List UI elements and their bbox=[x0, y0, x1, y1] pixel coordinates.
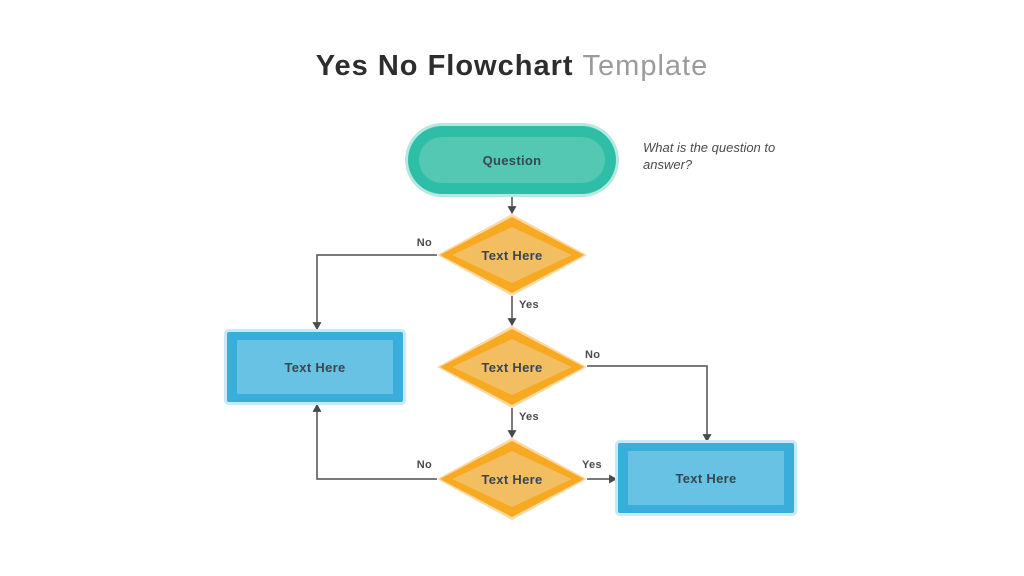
annotation-text: What is the question to answer? bbox=[643, 140, 776, 172]
edge-label-decision1-no: No bbox=[416, 237, 432, 249]
node-question: Question bbox=[408, 126, 616, 194]
page-title-light: Template bbox=[582, 50, 709, 82]
node-result-left: Text Here bbox=[227, 332, 403, 402]
node-question-inner: Question bbox=[419, 137, 605, 183]
node-question-label: Question bbox=[482, 152, 542, 168]
node-decision2-label: Text Here bbox=[481, 359, 543, 375]
node-decision3-label: Text Here bbox=[481, 471, 543, 487]
edge-label-decision3-no: No bbox=[416, 459, 432, 471]
edge-label-decision2-yes: Yes bbox=[519, 411, 539, 423]
node-result-left-fill bbox=[237, 340, 393, 394]
node-decision2: Text Here bbox=[437, 326, 587, 408]
connector-decision1-no-to-left-box bbox=[312, 254, 437, 331]
node-result-left-label: Text Here bbox=[284, 359, 346, 375]
node-result-right-fill bbox=[628, 451, 784, 505]
connector-decision2-no-to-right-box bbox=[587, 365, 712, 443]
node-result-right: Text Here bbox=[618, 443, 794, 513]
edge-label-decision3-yes: Yes bbox=[582, 459, 602, 471]
node-decision1-label: Text Here bbox=[481, 247, 543, 263]
node-decision1: Text Here bbox=[437, 214, 587, 296]
node-decision3: Text Here bbox=[437, 438, 587, 520]
edge-label-decision2-no: No bbox=[585, 349, 601, 361]
edge-label-decision1-yes: Yes bbox=[519, 299, 539, 311]
node-result-right-label: Text Here bbox=[675, 470, 737, 486]
page-title-bold: Yes No Flowchart bbox=[315, 50, 574, 82]
